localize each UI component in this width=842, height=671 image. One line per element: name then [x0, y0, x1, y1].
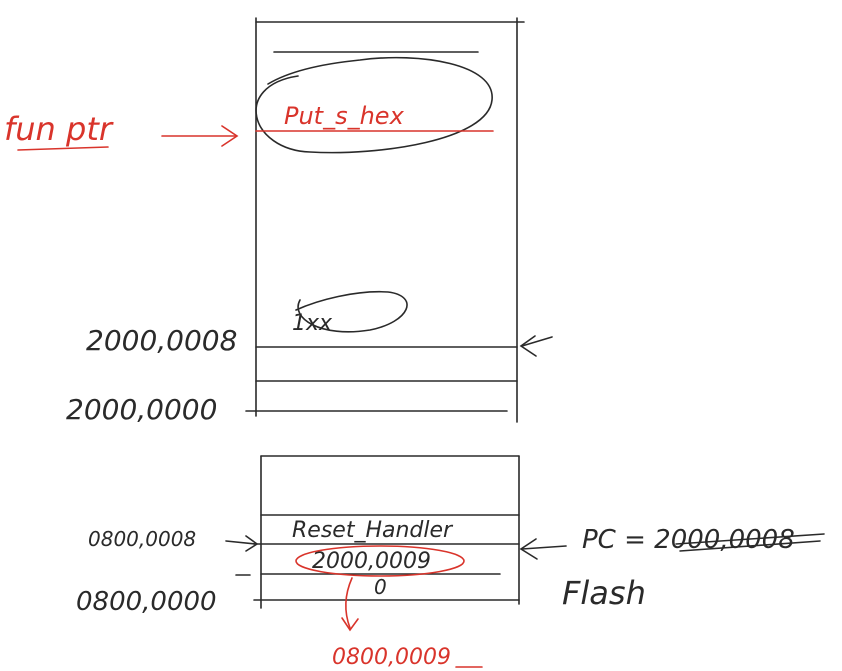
- address-label-08000000: 0800,0000: [76, 587, 217, 617]
- zero-value-label: 0: [374, 575, 387, 599]
- address-label-08000009: 0800,0009: [332, 645, 451, 670]
- address-08000008-arrowhead: [245, 535, 259, 552]
- reset-handler-label: Reset_Handler: [292, 518, 454, 543]
- put-s-hex-label: Put_s_hex: [284, 102, 405, 130]
- pc-underline: [675, 533, 825, 545]
- vector-down-arrowhead: [341, 617, 359, 632]
- flash-block: [253, 455, 520, 609]
- ram-block: [245, 17, 525, 423]
- address-label-20000008: 2000,0008: [86, 324, 237, 357]
- pc-arrow-shaft: [521, 545, 567, 550]
- right-arrow-shaft: [521, 336, 553, 347]
- pc-arrow-head: [519, 538, 538, 560]
- fun-ptr-underline: [17, 146, 109, 151]
- address-label-08000008: 0800,0008: [88, 527, 196, 551]
- loop-scribble-text: 1xx: [292, 311, 333, 336]
- vector-down-arrow: [344, 577, 353, 629]
- fun-ptr-label: fun ptr: [4, 110, 114, 148]
- flash-label: Flash: [562, 574, 646, 612]
- pc-underline: [679, 540, 821, 552]
- vector-value-circle: [295, 545, 465, 577]
- right-arrow-head: [519, 335, 537, 357]
- fun-ptr-arrow-head: [221, 125, 239, 147]
- highlight-circle: [255, 56, 493, 154]
- loop-scribble: [295, 290, 408, 333]
- address-label-20000000: 2000,0000: [66, 393, 217, 426]
- address-08000008-arrow: [225, 540, 257, 545]
- vector-value-label: 2000,0009: [312, 549, 431, 574]
